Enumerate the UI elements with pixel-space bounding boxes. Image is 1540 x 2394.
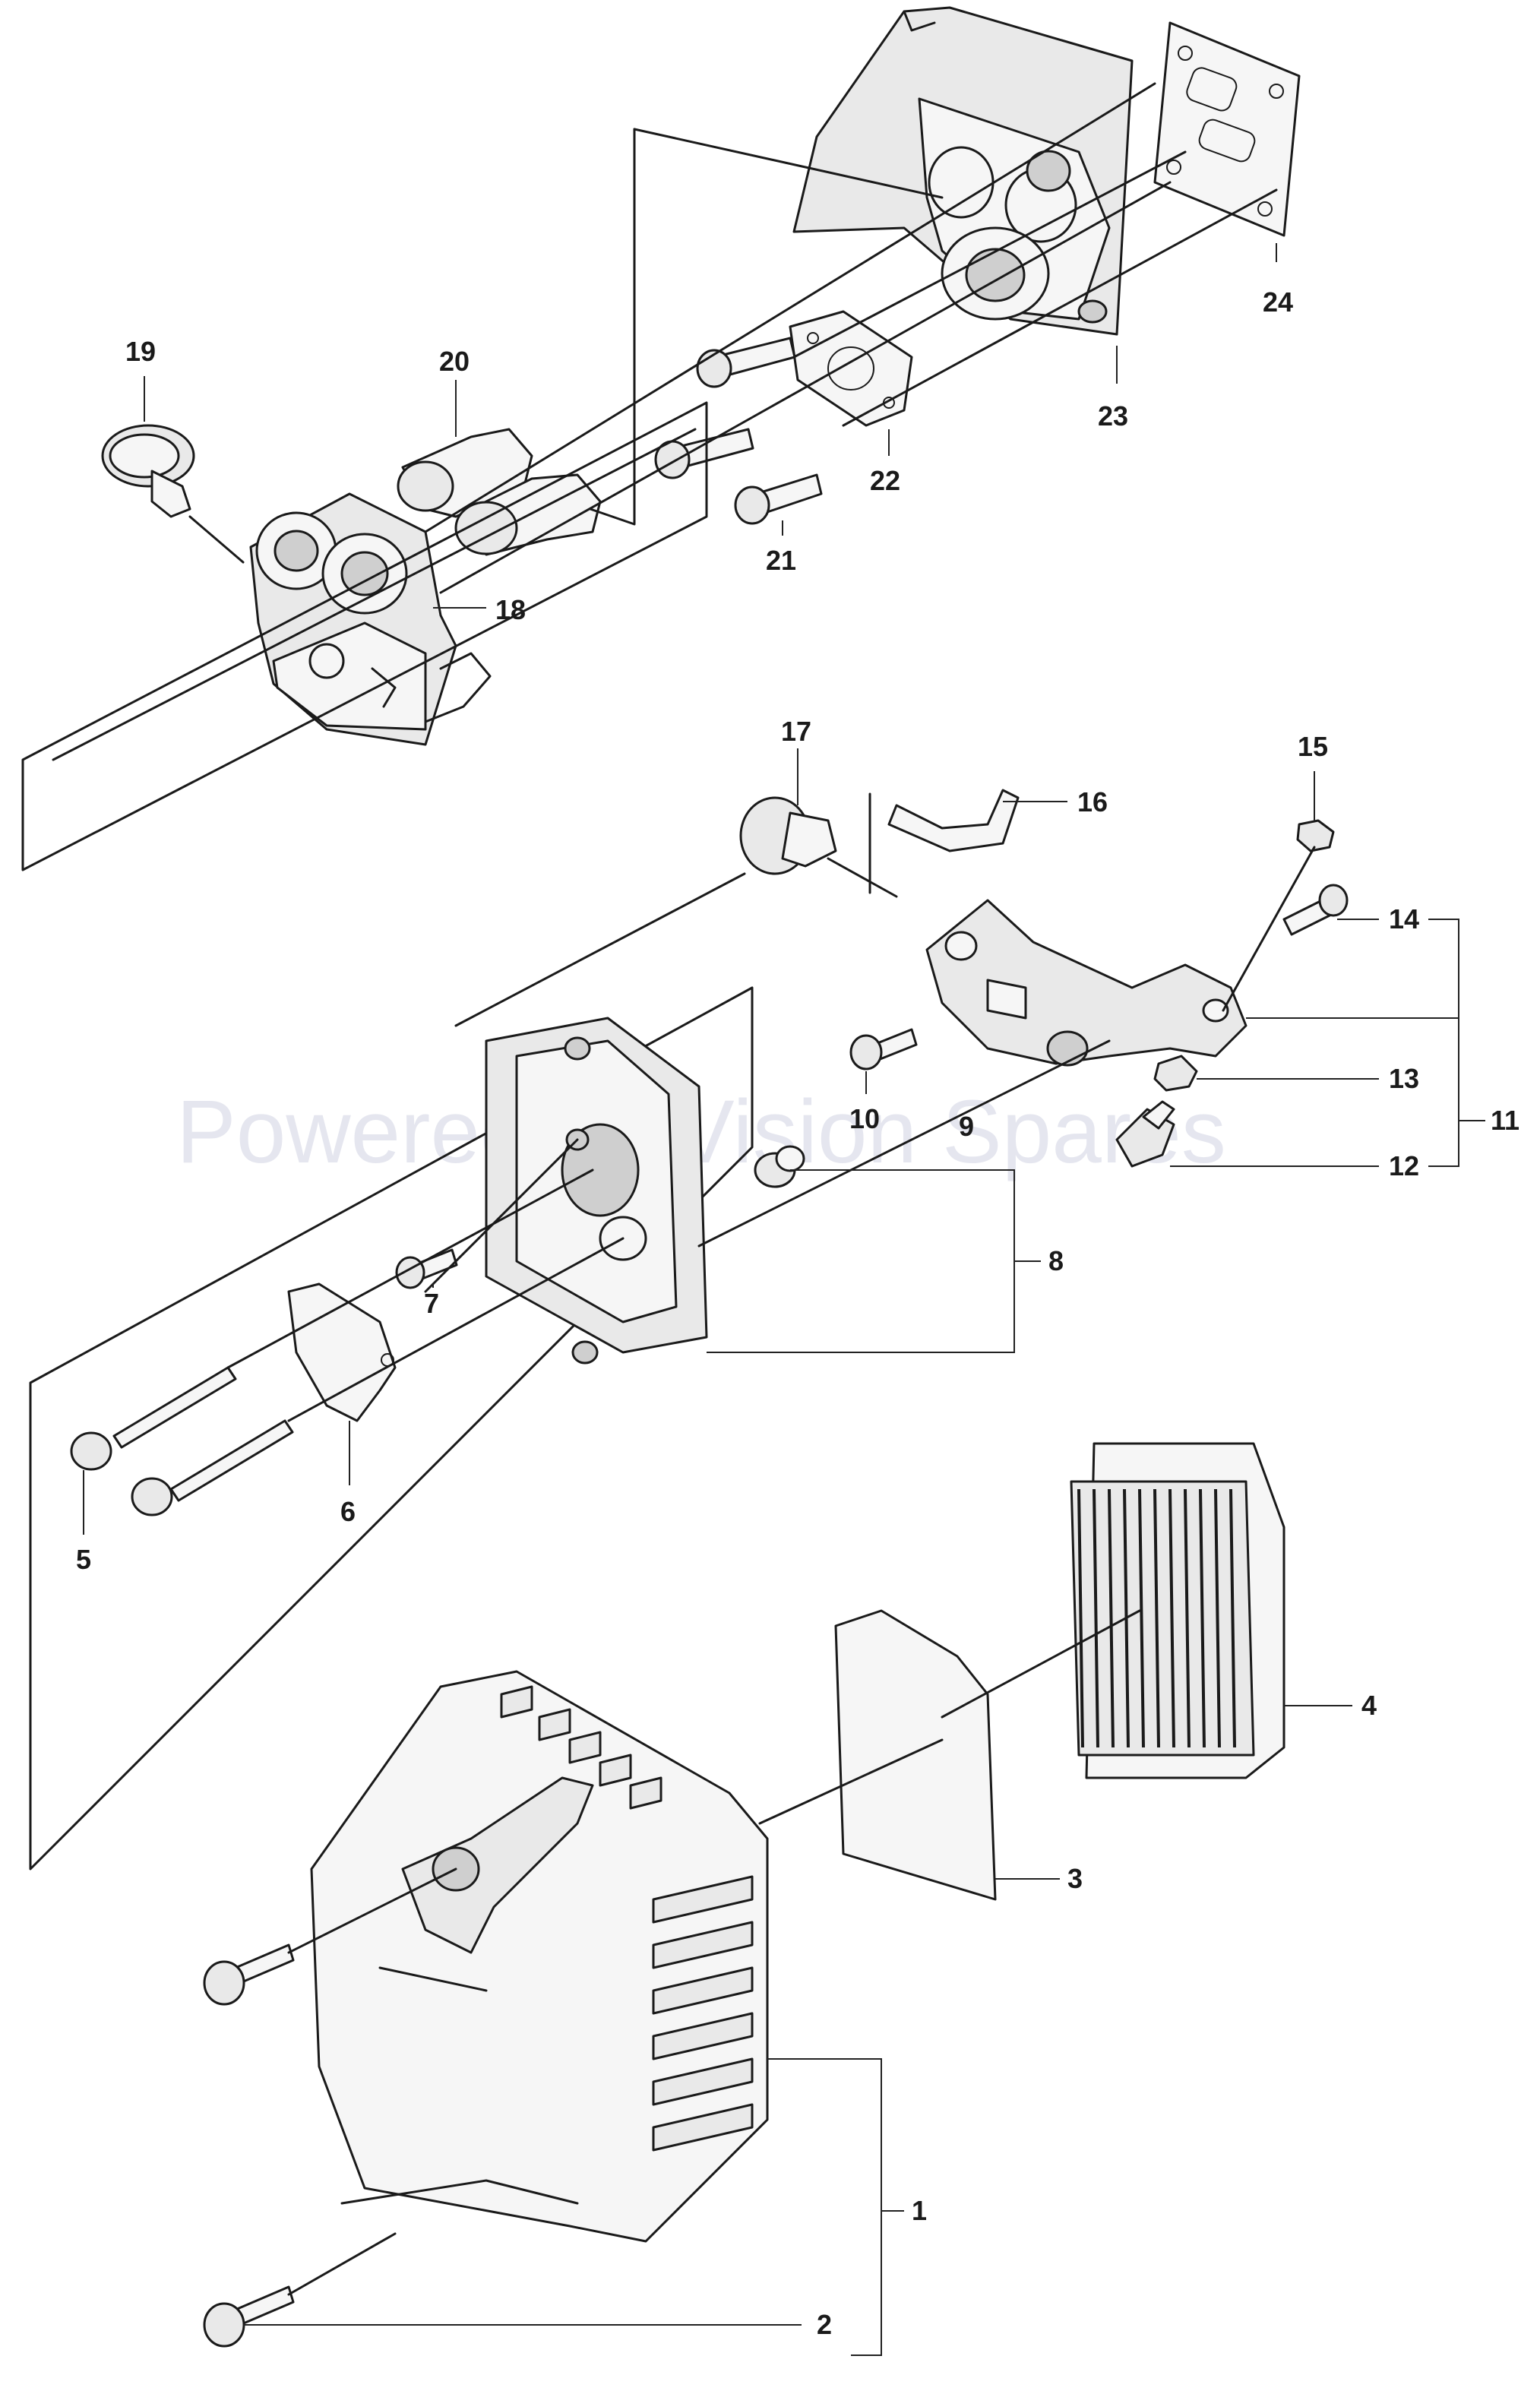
air-filter-cover-part[interactable]	[310, 1670, 769, 2243]
callout-20: 20	[439, 346, 470, 377]
callout-8: 8	[1048, 1245, 1064, 1276]
hose-part[interactable]	[397, 428, 602, 556]
callout-4: 4	[1361, 1690, 1377, 1721]
callout-24: 24	[1263, 286, 1293, 318]
gasket-part[interactable]	[1153, 21, 1301, 237]
long-screw-part[interactable]	[70, 1366, 294, 1516]
primer-bulb-part[interactable]	[101, 424, 195, 518]
pre-filter-part[interactable]	[834, 1609, 997, 1901]
callout-1: 1	[912, 2195, 927, 2226]
callout-14: 14	[1389, 903, 1419, 935]
callout-18: 18	[495, 594, 526, 625]
callout-17: 17	[781, 716, 811, 747]
nut-part-15[interactable]	[1296, 819, 1335, 852]
callout-22: 22	[870, 465, 900, 496]
fuel-hose-part[interactable]	[868, 789, 1020, 894]
callout-5: 5	[76, 1544, 91, 1575]
choke-plate-part[interactable]	[287, 1282, 397, 1422]
screw-part-10[interactable]	[849, 1028, 918, 1071]
guide-frame-carb	[21, 401, 708, 871]
leader-1	[767, 2058, 904, 2356]
callout-9: 9	[959, 1111, 974, 1142]
callout-16: 16	[1077, 786, 1108, 818]
air-filter-element-part[interactable]	[1070, 1442, 1285, 1779]
screw-part-21[interactable]	[654, 337, 823, 525]
choke-bracket-part[interactable]	[925, 899, 1247, 1067]
guide-frame-upper	[589, 128, 636, 526]
cover-vents-top	[500, 1685, 662, 1810]
callout-7: 7	[424, 1288, 439, 1319]
callout-21: 21	[766, 545, 796, 576]
nut-part-13[interactable]	[1153, 1055, 1198, 1092]
callout-15: 15	[1298, 731, 1328, 762]
cover-screw-part[interactable]	[203, 1943, 295, 2348]
leader-8	[707, 1169, 1041, 1353]
small-gasket-part[interactable]	[789, 310, 913, 427]
leader-11	[1246, 919, 1485, 1167]
callout-2: 2	[817, 2309, 832, 2340]
callout-19: 19	[125, 336, 156, 367]
callout-12: 12	[1389, 1150, 1419, 1181]
guide-frame-carb-inner	[52, 428, 697, 761]
callout-23: 23	[1098, 400, 1128, 432]
air-filter-base-part[interactable]	[485, 1017, 708, 1365]
callout-10: 10	[849, 1103, 880, 1134]
primer-part[interactable]	[739, 796, 898, 898]
intake-adapter-part[interactable]	[792, 6, 1134, 336]
cover-vents-side	[652, 1875, 754, 2152]
callout-6: 6	[340, 1496, 356, 1527]
screw-part-14[interactable]	[1282, 884, 1349, 936]
callout-11: 11	[1491, 1105, 1519, 1136]
adjusting-screw-part[interactable]	[1115, 1100, 1175, 1168]
callout-3: 3	[1067, 1863, 1083, 1894]
callout-13: 13	[1389, 1063, 1419, 1094]
